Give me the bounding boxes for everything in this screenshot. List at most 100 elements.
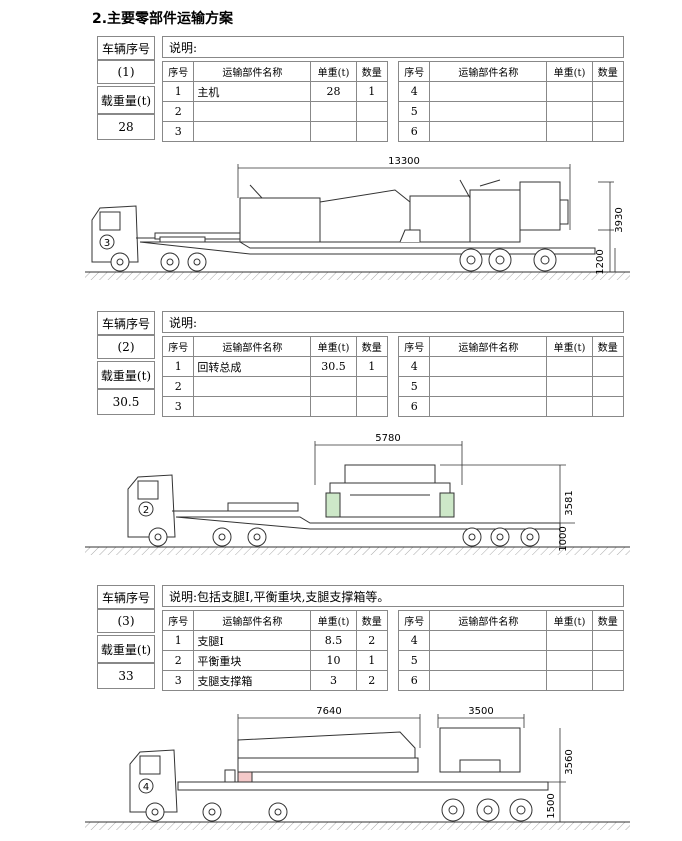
dim-height: 3581 xyxy=(564,490,575,515)
load-value: 28 xyxy=(97,114,155,140)
row-name: 平衡重块 xyxy=(193,650,312,671)
row-weight: 30.5 xyxy=(310,356,357,377)
col-name: 运输部件名称 xyxy=(429,336,548,357)
row-qty xyxy=(591,670,625,691)
row-name xyxy=(429,670,548,691)
row-name xyxy=(429,356,548,377)
row-weight xyxy=(546,356,593,377)
col-name: 运输部件名称 xyxy=(193,336,312,357)
truck-number-badge xyxy=(99,234,115,250)
table-row: 3 xyxy=(161,396,389,417)
col-name: 运输部件名称 xyxy=(429,61,548,82)
row-name: 主机 xyxy=(193,81,312,102)
truck-drawing-2: 2 5780 3581 100 xyxy=(85,433,630,555)
section-heading: 2.主要零部件运输方案 xyxy=(92,11,234,27)
row-weight: 10 xyxy=(310,650,357,671)
row-no: 1 xyxy=(161,81,195,102)
col-no: 序号 xyxy=(397,336,431,357)
row-no: 1 xyxy=(161,356,195,377)
vehicle-no-label: 车辆序号 xyxy=(97,311,155,335)
trailer xyxy=(177,769,549,791)
truck-number-badge xyxy=(138,501,154,517)
cargo-slewing-assembly xyxy=(325,464,455,518)
row-qty: 2 xyxy=(355,630,389,651)
col-weight: 单重(t) xyxy=(310,610,357,631)
row-no: 1 xyxy=(161,630,195,651)
cargo-main-machine xyxy=(239,179,569,243)
row-weight xyxy=(546,101,593,122)
row-name xyxy=(193,376,312,397)
row-qty xyxy=(591,376,625,397)
col-qty: 数量 xyxy=(591,610,625,631)
row-qty xyxy=(355,396,389,417)
row-weight: 3 xyxy=(310,670,357,691)
row-no: 4 xyxy=(397,81,431,102)
row-name: 回转总成 xyxy=(193,356,312,377)
parts-table-right: 序号 运输部件名称 单重(t) 数量 4 5 6 xyxy=(397,61,625,142)
load-value: 33 xyxy=(97,663,155,689)
vehicle-no-label: 车辆序号 xyxy=(97,585,155,609)
row-weight xyxy=(546,670,593,691)
row-name xyxy=(429,630,548,651)
truck-cab xyxy=(129,749,178,813)
table-row: 4 xyxy=(397,630,625,651)
load-label: 载重量(t) xyxy=(97,635,155,663)
row-no: 6 xyxy=(397,121,431,142)
load-label: 载重量(t) xyxy=(97,86,155,114)
col-no: 序号 xyxy=(397,610,431,631)
row-weight xyxy=(546,650,593,671)
dimension-lines xyxy=(237,714,566,822)
row-no: 3 xyxy=(161,121,195,142)
row-name xyxy=(193,101,312,122)
col-weight: 单重(t) xyxy=(546,61,593,82)
row-weight xyxy=(546,81,593,102)
row-qty xyxy=(355,101,389,122)
dim-height: 3930 xyxy=(614,207,625,232)
col-qty: 数量 xyxy=(355,336,389,357)
parts-table-right: 序号 运输部件名称 单重(t) 数量 4 5 6 xyxy=(397,610,625,691)
dim-counterweight-length: 3500 xyxy=(468,706,493,717)
table-row: 2 xyxy=(161,376,389,397)
row-qty xyxy=(591,396,625,417)
col-name: 运输部件名称 xyxy=(429,610,548,631)
col-name: 运输部件名称 xyxy=(193,610,312,631)
col-qty: 数量 xyxy=(355,610,389,631)
table-row: 4 xyxy=(397,81,625,102)
row-weight: 28 xyxy=(310,81,357,102)
row-name xyxy=(193,121,312,142)
table-row: 5 xyxy=(397,650,625,671)
col-no: 序号 xyxy=(397,61,431,82)
col-no: 序号 xyxy=(161,610,195,631)
dim-length: 13300 xyxy=(388,156,420,167)
table-row: 6 xyxy=(397,396,625,417)
row-qty xyxy=(591,630,625,651)
dimension-lines xyxy=(314,441,575,547)
cargo-counterweight xyxy=(439,727,521,773)
vehicle-no-value: (3) xyxy=(97,609,155,633)
col-no: 序号 xyxy=(161,61,195,82)
col-qty: 数量 xyxy=(591,61,625,82)
truck-number: 3 xyxy=(104,238,110,249)
col-weight: 单重(t) xyxy=(310,61,357,82)
row-name xyxy=(429,81,548,102)
row-no: 5 xyxy=(397,650,431,671)
ground xyxy=(85,272,630,280)
dim-deck-height: 1000 xyxy=(558,526,569,551)
row-qty: 2 xyxy=(355,670,389,691)
row-qty xyxy=(591,650,625,671)
row-no: 4 xyxy=(397,356,431,377)
row-no: 5 xyxy=(397,101,431,122)
note-field: 说明: xyxy=(162,311,624,333)
row-no: 5 xyxy=(397,376,431,397)
col-weight: 单重(t) xyxy=(546,336,593,357)
wheels xyxy=(148,527,540,547)
row-qty xyxy=(591,121,625,142)
row-qty xyxy=(355,376,389,397)
truck-number-badge xyxy=(138,778,154,794)
table-row: 5 xyxy=(397,101,625,122)
